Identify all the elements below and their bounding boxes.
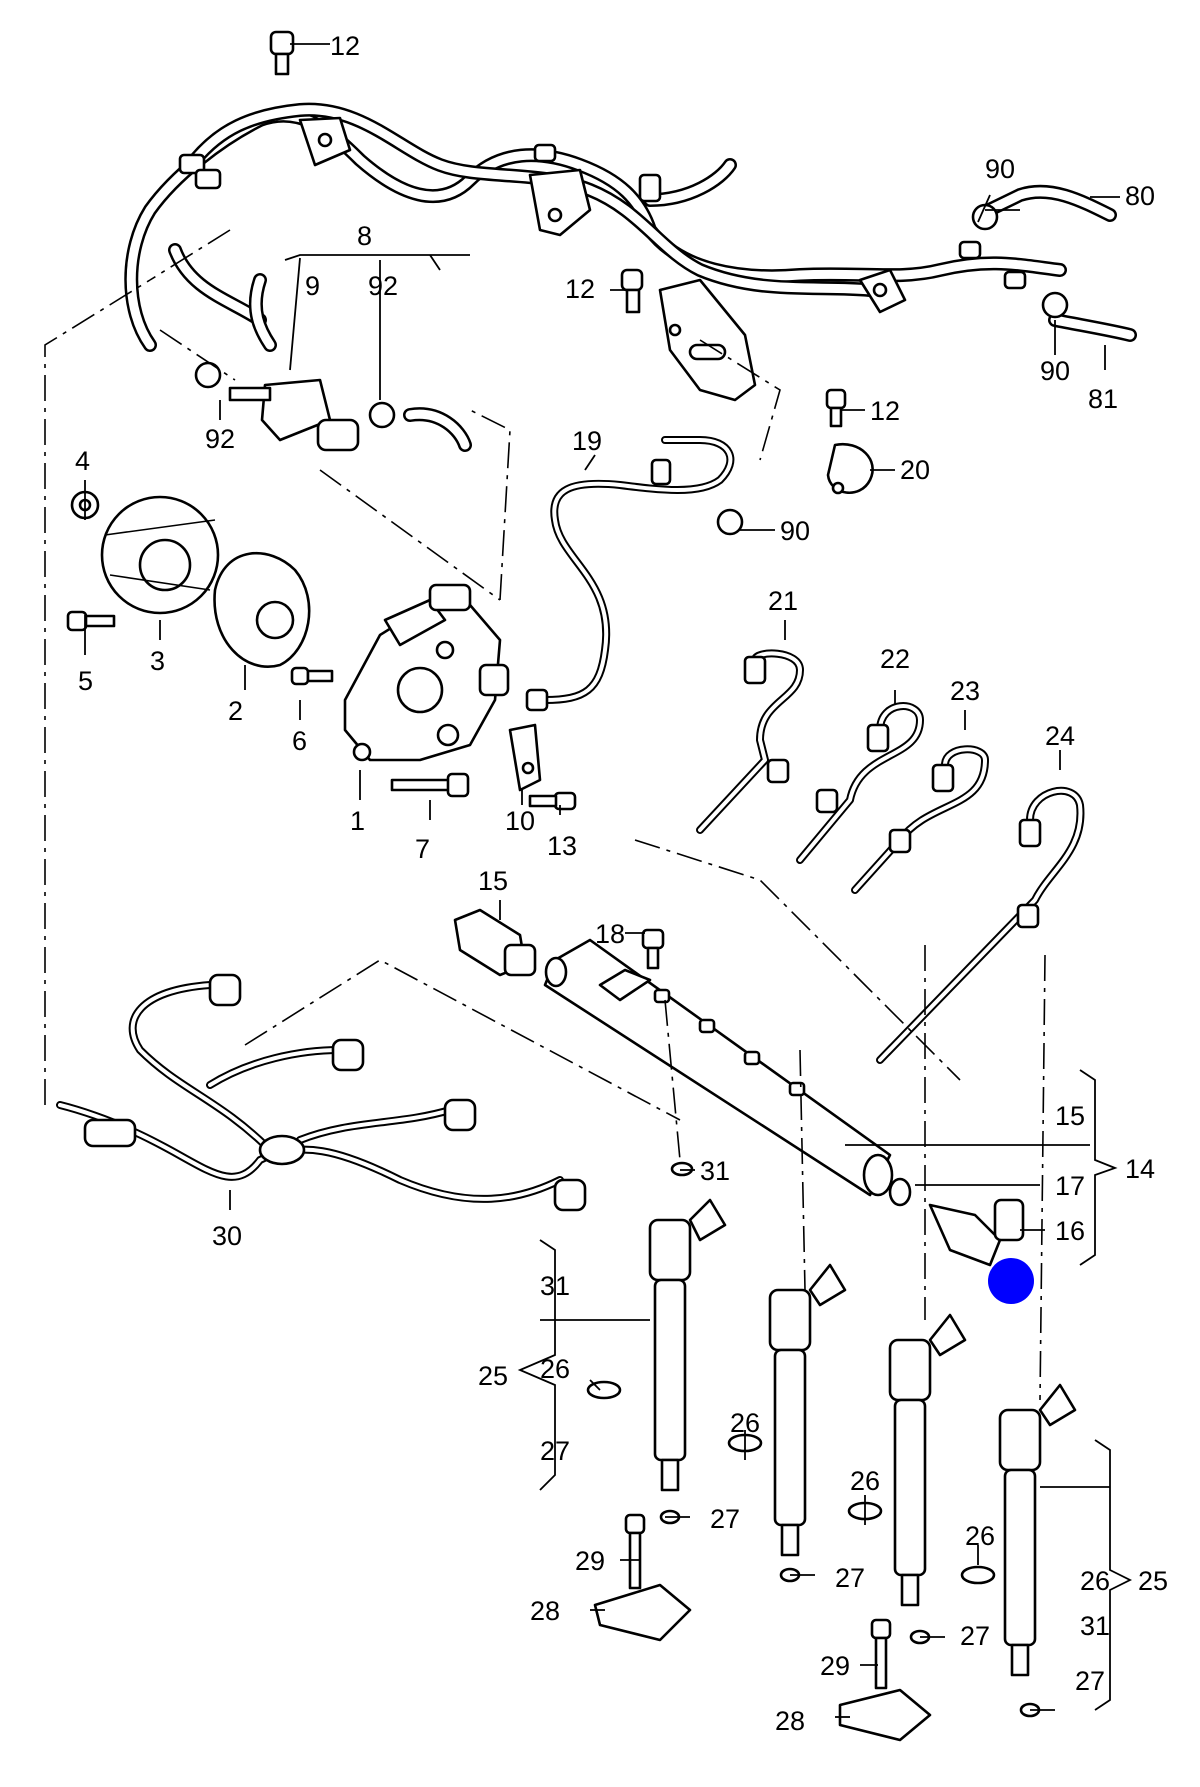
callout-1: 1 bbox=[350, 806, 365, 836]
callout-90-right: 90 bbox=[1040, 356, 1070, 386]
callout-25-left: 25 bbox=[478, 1361, 508, 1391]
callout-26-right: 26 bbox=[1080, 1566, 1110, 1596]
callout-28-left: 28 bbox=[530, 1596, 560, 1626]
callout-6: 6 bbox=[292, 726, 307, 756]
callout-14: 14 bbox=[1125, 1154, 1155, 1184]
leak-off-line bbox=[56, 973, 587, 1212]
callout-26-inj2: 26 bbox=[730, 1408, 760, 1438]
callout-27-inj1: 27 bbox=[710, 1504, 740, 1534]
clip-icon bbox=[826, 442, 874, 495]
callout-labels: 12 12 12 8 9 92 92 90 90 90 80 81 20 19 … bbox=[75, 31, 1168, 1736]
return-hose-assembly bbox=[124, 102, 1137, 402]
callout-12-mid: 12 bbox=[565, 274, 595, 304]
callout-23: 23 bbox=[950, 676, 980, 706]
callout-30: 30 bbox=[212, 1221, 242, 1251]
callout-27-inj3: 27 bbox=[960, 1621, 990, 1651]
callout-17: 17 bbox=[1055, 1171, 1085, 1201]
fuel-rail-icon bbox=[543, 938, 894, 1197]
high-pressure-pipe bbox=[525, 436, 735, 712]
injector-2 bbox=[768, 1263, 847, 1557]
callout-18: 18 bbox=[595, 919, 625, 949]
callout-29-left: 29 bbox=[575, 1546, 605, 1576]
hose-clamp-icon bbox=[194, 203, 1069, 536]
leader-lines bbox=[84, 43, 1133, 1718]
callout-26-inj3: 26 bbox=[850, 1466, 880, 1496]
pressure-valve-icon bbox=[928, 1198, 1025, 1267]
callout-29-right: 29 bbox=[820, 1651, 850, 1681]
callout-20: 20 bbox=[900, 455, 930, 485]
callout-15-rail: 15 bbox=[1055, 1101, 1085, 1131]
callout-80: 80 bbox=[1125, 181, 1155, 211]
injector-4 bbox=[998, 1383, 1077, 1677]
callout-21: 21 bbox=[768, 586, 798, 616]
pressure-sensor-icon bbox=[453, 908, 537, 977]
sprocket-icon bbox=[100, 495, 220, 615]
bolt-icon bbox=[269, 30, 847, 428]
callout-12-right: 12 bbox=[870, 396, 900, 426]
injector-1 bbox=[648, 1198, 727, 1492]
callout-90-top: 90 bbox=[985, 154, 1015, 184]
clamp-claw-icon bbox=[593, 1583, 932, 1742]
callout-90-mid: 90 bbox=[780, 516, 810, 546]
callout-12-top: 12 bbox=[330, 31, 360, 61]
callout-22: 22 bbox=[880, 644, 910, 674]
callout-8: 8 bbox=[357, 221, 372, 251]
injector-pipe-1 bbox=[696, 649, 804, 834]
blue-dot-marker[interactable] bbox=[988, 1258, 1034, 1304]
callout-31-left: 31 bbox=[540, 1271, 570, 1301]
callout-2: 2 bbox=[228, 696, 243, 726]
callout-3: 3 bbox=[150, 646, 165, 676]
callout-19: 19 bbox=[572, 426, 602, 456]
callout-26-left: 26 bbox=[540, 1354, 570, 1384]
callout-31-right: 31 bbox=[1080, 1611, 1110, 1641]
callout-10: 10 bbox=[505, 806, 535, 836]
callout-31-rail: 31 bbox=[700, 1156, 730, 1186]
callout-28-right: 28 bbox=[775, 1706, 805, 1736]
callout-7: 7 bbox=[415, 834, 430, 864]
callout-92-left: 92 bbox=[205, 424, 235, 454]
callout-26-inj4: 26 bbox=[965, 1521, 995, 1551]
injector-pipe-4 bbox=[876, 786, 1085, 1064]
callout-9: 9 bbox=[305, 271, 320, 301]
callout-16: 16 bbox=[1055, 1216, 1085, 1246]
callout-13: 13 bbox=[547, 831, 577, 861]
callout-15-sensor: 15 bbox=[478, 866, 508, 896]
o-ring-icon bbox=[888, 1177, 912, 1207]
fuel-pump-icon bbox=[343, 583, 510, 762]
callout-81: 81 bbox=[1088, 384, 1118, 414]
dashed-reference-lines bbox=[44, 229, 1046, 1401]
callout-27-inj2: 27 bbox=[835, 1563, 865, 1593]
hub-icon bbox=[213, 551, 311, 668]
injector-pipe-3 bbox=[851, 745, 989, 894]
callout-27-left: 27 bbox=[540, 1436, 570, 1466]
callout-5: 5 bbox=[78, 666, 93, 696]
callout-25-right: 25 bbox=[1138, 1566, 1168, 1596]
callout-24: 24 bbox=[1045, 721, 1075, 751]
injector-pipe-2 bbox=[796, 702, 924, 864]
hose-icon bbox=[403, 407, 472, 452]
injector-3 bbox=[888, 1313, 967, 1607]
bracket-icon bbox=[508, 723, 542, 792]
callout-4: 4 bbox=[75, 446, 90, 476]
callout-92-top: 92 bbox=[368, 271, 398, 301]
connector-icon bbox=[228, 378, 360, 452]
callout-27-inj4: 27 bbox=[1075, 1666, 1105, 1696]
